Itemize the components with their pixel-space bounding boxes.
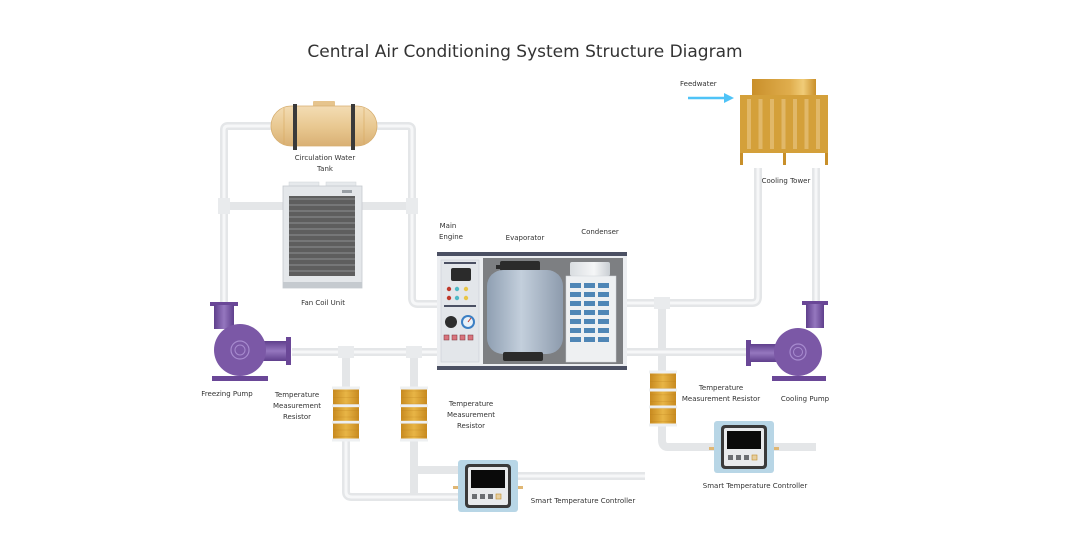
controller-button	[751, 454, 758, 461]
condenser-vent	[598, 310, 609, 315]
condenser-vent	[570, 337, 581, 342]
controller-screen	[727, 431, 761, 449]
feedwater-arrow-icon	[688, 93, 734, 103]
resistor-band	[400, 438, 428, 442]
condenser-vent	[598, 301, 609, 306]
evaporator-label: Evaporator	[506, 234, 545, 242]
condenser-vent	[598, 292, 609, 297]
resistor-right-label-2: Measurement Resistor	[682, 395, 760, 403]
condenser-vent	[598, 328, 609, 333]
condenser-grille	[570, 283, 609, 342]
condenser-vent	[584, 319, 595, 324]
controller-button	[736, 455, 741, 460]
cooling-pump	[746, 301, 828, 381]
resistor-middle-label-1: Temperature	[448, 400, 493, 408]
smart-temperature-controller-right	[709, 421, 779, 473]
condenser-unit	[565, 262, 617, 363]
controller-button	[488, 494, 493, 499]
condenser-vent	[584, 337, 595, 342]
tower-slat	[747, 99, 751, 149]
tower-slat	[804, 99, 809, 149]
controller-left-label: Smart Temperature Controller	[531, 497, 636, 505]
condenser-vent	[584, 328, 595, 333]
fan-coil-unit-label: Fan Coil Unit	[301, 299, 345, 307]
tower-slat	[770, 99, 774, 149]
cooling-tower	[740, 79, 828, 165]
controller-screen	[471, 470, 505, 488]
circulation-water-tank-label-2: Tank	[316, 165, 334, 173]
feedwater-label: Feedwater	[680, 80, 717, 88]
controller-button	[480, 494, 485, 499]
resistor-band	[649, 388, 677, 392]
tower-slat	[793, 99, 797, 149]
resistor-body	[333, 388, 359, 440]
condenser-vent	[598, 319, 609, 324]
resistor-band	[332, 404, 360, 408]
tower-slat	[781, 99, 786, 149]
controller-button	[495, 493, 502, 500]
condenser-vent	[570, 319, 581, 324]
condenser-vent	[570, 328, 581, 333]
main-engine-unit	[437, 252, 627, 370]
cooling-tower-label: Cooling Tower	[762, 177, 811, 185]
resistor-band	[649, 370, 677, 374]
resistor-left-label-2: Measurement	[273, 402, 321, 410]
diagram-title: Central Air Conditioning System Structur…	[307, 42, 742, 62]
resistor-left-label-1: Temperature	[274, 391, 319, 399]
controller-button	[472, 494, 477, 499]
resistor-band	[332, 420, 360, 424]
fan-coil-unit	[282, 181, 363, 289]
smart-temperature-controller-left	[453, 460, 523, 512]
tower-slat	[816, 99, 820, 149]
resistor-band	[400, 420, 428, 424]
condenser-vent	[570, 292, 581, 297]
condenser-vent	[570, 283, 581, 288]
freezing-pump-label: Freezing Pump	[201, 390, 253, 398]
circulation-water-tank-label-1: Circulation Water	[295, 154, 356, 162]
condenser-vent	[584, 310, 595, 315]
resistor-middle-label-2: Measurement	[447, 411, 495, 419]
resistor-body	[650, 372, 676, 425]
cooling-tower-slats	[747, 99, 820, 149]
condenser-label: Condenser	[581, 228, 619, 236]
condenser-vent	[598, 283, 609, 288]
main-engine-label-1: Main	[440, 222, 457, 230]
resistor-band	[332, 386, 360, 390]
fan-coil-slats	[289, 198, 355, 272]
resistor-left-label-3: Resistor	[283, 413, 311, 421]
temperature-resistor-left	[332, 386, 360, 442]
cooling-pump-label: Cooling Pump	[781, 395, 830, 403]
controller-right-label: Smart Temperature Controller	[703, 482, 808, 490]
condenser-vent	[584, 301, 595, 306]
resistor-band	[649, 423, 677, 427]
condenser-vent	[598, 337, 609, 342]
condenser-vent	[584, 283, 595, 288]
controller-button	[744, 455, 749, 460]
resistor-middle-label-3: Resistor	[457, 422, 485, 430]
resistor-right-label-1: Temperature	[698, 384, 743, 392]
circulation-water-tank	[270, 101, 378, 150]
resistor-band	[649, 405, 677, 409]
condenser-vent	[584, 292, 595, 297]
evaporator-tank	[487, 261, 563, 361]
tower-slat	[758, 99, 763, 149]
resistor-band	[400, 386, 428, 390]
condenser-vent	[570, 310, 581, 315]
temperature-resistor-middle	[400, 386, 428, 442]
resistor-body	[401, 388, 427, 440]
condenser-vent	[570, 301, 581, 306]
controller-button	[728, 455, 733, 460]
resistor-band	[400, 404, 428, 408]
freezing-pump	[210, 302, 291, 381]
resistor-band	[332, 438, 360, 442]
main-engine-control-panel	[440, 259, 480, 363]
pipe-network	[218, 122, 820, 501]
temperature-resistor-right	[649, 370, 677, 427]
main-engine-label-2: Engine	[439, 233, 463, 241]
